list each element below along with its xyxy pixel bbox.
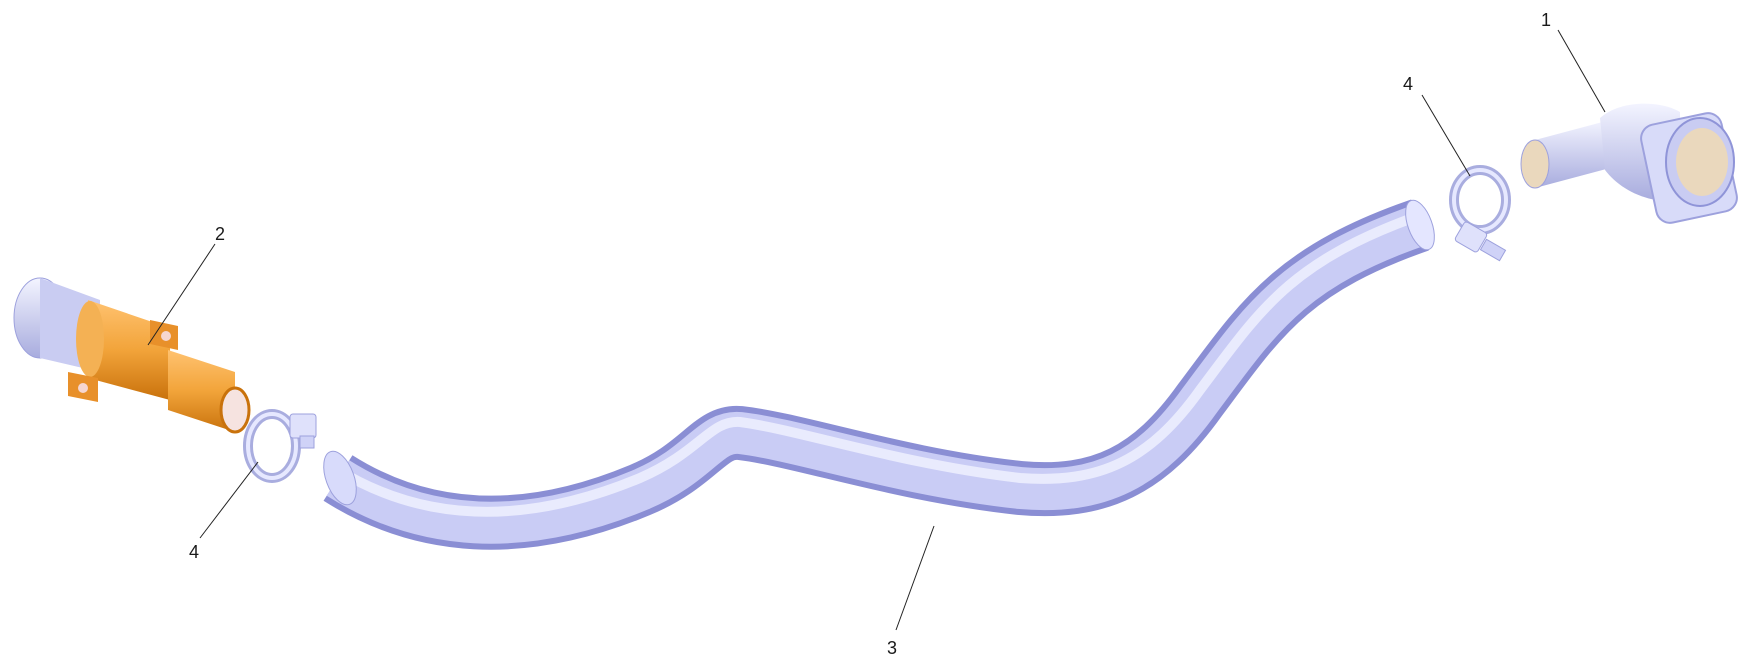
leader-line-2 (147, 243, 216, 346)
leader-line-4-left (199, 461, 259, 539)
callout-1: 1 (1541, 10, 1551, 30)
leader-lines (147, 29, 1606, 631)
clamp-part-4-left (243, 409, 317, 483)
leader-line-1 (1557, 29, 1606, 113)
leader-line-3 (895, 525, 935, 631)
clamp-part-4-right (1449, 165, 1511, 262)
callout-2: 2 (215, 224, 225, 244)
hose-part-3 (323, 199, 1435, 550)
callout-3: 3 (887, 638, 897, 658)
callout-4-left: 4 (189, 542, 199, 562)
leader-line-4-right (1421, 94, 1471, 177)
connector-part-2 (13, 277, 251, 434)
callout-4-right: 4 (1403, 74, 1413, 94)
elbow-fitting-part-1 (1520, 103, 1738, 224)
